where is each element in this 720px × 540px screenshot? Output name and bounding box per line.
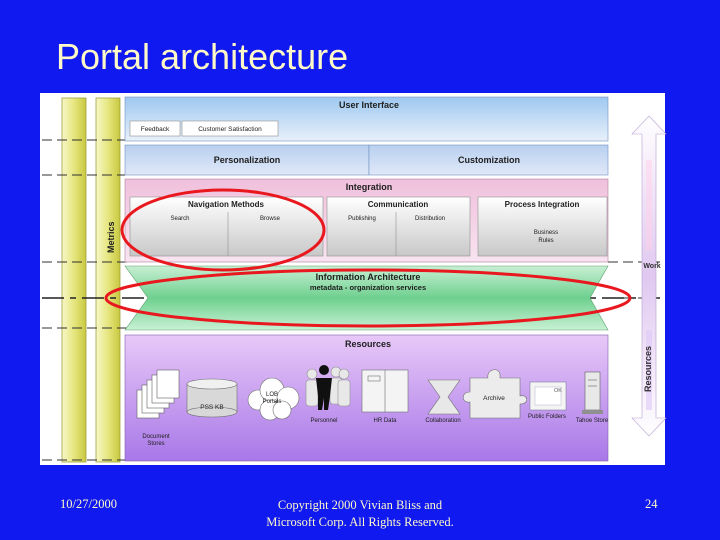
search-label: Search (170, 216, 189, 222)
feedback-label: Feedback (141, 126, 170, 133)
work-resources-arrow (631, 115, 667, 437)
navigation-methods-box (129, 196, 324, 257)
hr-data-label: HR Data (373, 418, 397, 424)
metrics-column: Metrics (61, 97, 121, 463)
pss-kb-label: PSS KB (200, 404, 223, 411)
footer-copyright: Copyright 2000 Vivian Bliss and Microsof… (240, 497, 480, 531)
business-rules-label-2: Rules (538, 238, 553, 244)
customer-satisfaction-label: Customer Satisfaction (198, 126, 262, 133)
public-folders-icon (529, 381, 567, 411)
document-stores-label-2: Stores (147, 441, 164, 447)
communication-title: Communication (368, 200, 429, 209)
page-number: 24 (645, 497, 658, 511)
ok-badge: OK (554, 388, 562, 394)
lob-portals-label-2: Portals (263, 399, 282, 405)
integration-title: Integration (346, 182, 393, 192)
archive-puzzle-icon (462, 369, 528, 419)
metrics-label: Metrics (106, 221, 116, 253)
user-interface-title: User Interface (339, 100, 399, 110)
public-folders-label: Public Folders (528, 414, 566, 420)
server-tower-icon (582, 371, 603, 414)
distribution-label: Distribution (415, 216, 445, 222)
document-stack-icon (136, 369, 180, 419)
business-rules-label-1: Business (534, 230, 558, 236)
feedback-box (129, 120, 181, 137)
information-architecture-band (124, 265, 609, 331)
customization-band (368, 144, 609, 176)
communication-box (326, 196, 471, 257)
browse-label: Browse (260, 216, 281, 222)
database-icon (186, 378, 238, 418)
lob-portals-label-1: LOB (266, 392, 278, 398)
collaboration-label: Collaboration (425, 418, 460, 424)
information-architecture-title: Information Architecture (316, 272, 421, 282)
process-integration-box (477, 196, 608, 257)
customization-label: Customization (458, 155, 520, 165)
cloud-icon (247, 377, 300, 421)
personnel-icon (305, 365, 351, 410)
personalization-band (124, 144, 370, 176)
information-architecture-subtitle: metadata - organization services (310, 283, 426, 292)
archive-label: Archive (483, 395, 505, 402)
tahoe-store-label: Tahoe Store (576, 418, 609, 424)
customer-satisfaction-box (181, 120, 279, 137)
work-label: Work (643, 263, 660, 270)
resources-vertical-label: Resources (643, 346, 653, 392)
collaboration-icon (427, 379, 461, 415)
file-cabinet-icon (361, 369, 409, 413)
personnel-label: Personnel (310, 418, 337, 424)
footer-copyright-line2: Microsoft Corp. All Rights Reserved. (266, 515, 454, 529)
personalization-label: Personalization (214, 155, 281, 165)
navigation-methods-title: Navigation Methods (188, 200, 265, 209)
publishing-label: Publishing (348, 216, 376, 222)
footer-date: 10/27/2000 (60, 497, 117, 511)
highlight-navigation-ellipse (120, 188, 326, 272)
process-integration-title: Process Integration (505, 200, 580, 209)
resources-title: Resources (345, 339, 391, 349)
document-stores-label-1: Document (142, 434, 170, 440)
slide-title: Portal architecture (56, 36, 349, 77)
highlight-information-architecture-ellipse (104, 268, 632, 328)
footer-copyright-line1: Copyright 2000 Vivian Bliss and (277, 498, 443, 512)
